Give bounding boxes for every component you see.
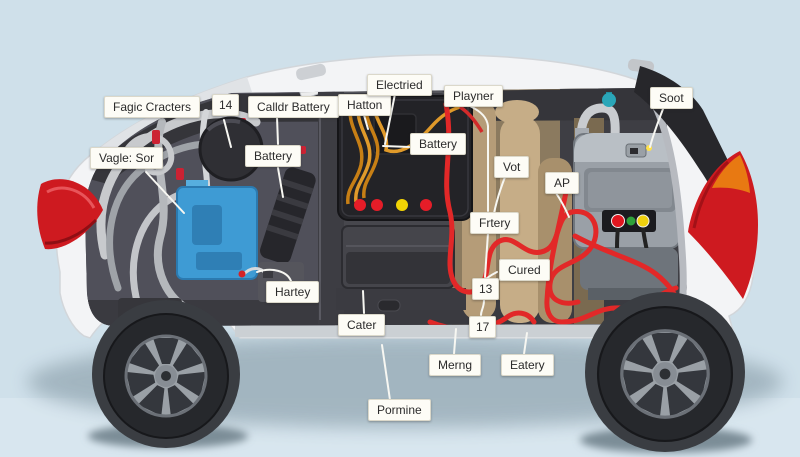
central-unit xyxy=(336,94,484,312)
front-wheel xyxy=(101,311,231,441)
sill xyxy=(235,322,600,337)
front-light xyxy=(37,179,103,250)
teal-valve xyxy=(602,93,616,107)
hartey-connector xyxy=(238,267,273,278)
blue-reservoir xyxy=(176,180,258,280)
label-electried: Electried xyxy=(367,74,432,96)
label-vot: Vot xyxy=(494,156,530,178)
green-button xyxy=(626,216,636,226)
orange-wiring xyxy=(346,94,484,205)
floor-handle xyxy=(377,299,401,312)
label-vagle-sor: Vagle: Sor xyxy=(90,147,164,169)
silver-pipe xyxy=(576,103,620,139)
indicator-dots xyxy=(354,199,432,211)
label-14: 14 xyxy=(212,94,240,116)
label-battery-left: Battery xyxy=(245,145,302,167)
label-pormine: Pormine xyxy=(368,399,431,421)
yellow-button xyxy=(636,214,650,228)
label-hatton: Hatton xyxy=(338,94,392,116)
label-frtery: Frtery xyxy=(470,212,520,234)
label-fagic-cracters: Fagic Cracters xyxy=(104,96,201,118)
label-cured: Cured xyxy=(499,259,550,281)
rear-battery-box xyxy=(573,92,681,300)
leader-lines xyxy=(145,93,664,401)
label-soot: Soot xyxy=(650,87,693,109)
label-merng: Merng xyxy=(429,354,482,376)
rear-wheel xyxy=(595,304,735,444)
tail-light xyxy=(688,151,758,299)
label-hartey: Hartey xyxy=(266,281,320,303)
label-ap: AP xyxy=(545,172,580,194)
label-calldr-battery: Calldr Battery xyxy=(248,96,339,118)
label-battery-center: Battery xyxy=(410,133,467,155)
label-13: 13 xyxy=(472,278,500,300)
label-playner: Playner xyxy=(444,85,503,107)
label-eatery: Eatery xyxy=(501,354,554,376)
ribbed-cylinder xyxy=(260,167,316,264)
label-cater: Cater xyxy=(338,314,386,336)
red-button xyxy=(611,214,625,228)
label-17: 17 xyxy=(469,316,497,338)
